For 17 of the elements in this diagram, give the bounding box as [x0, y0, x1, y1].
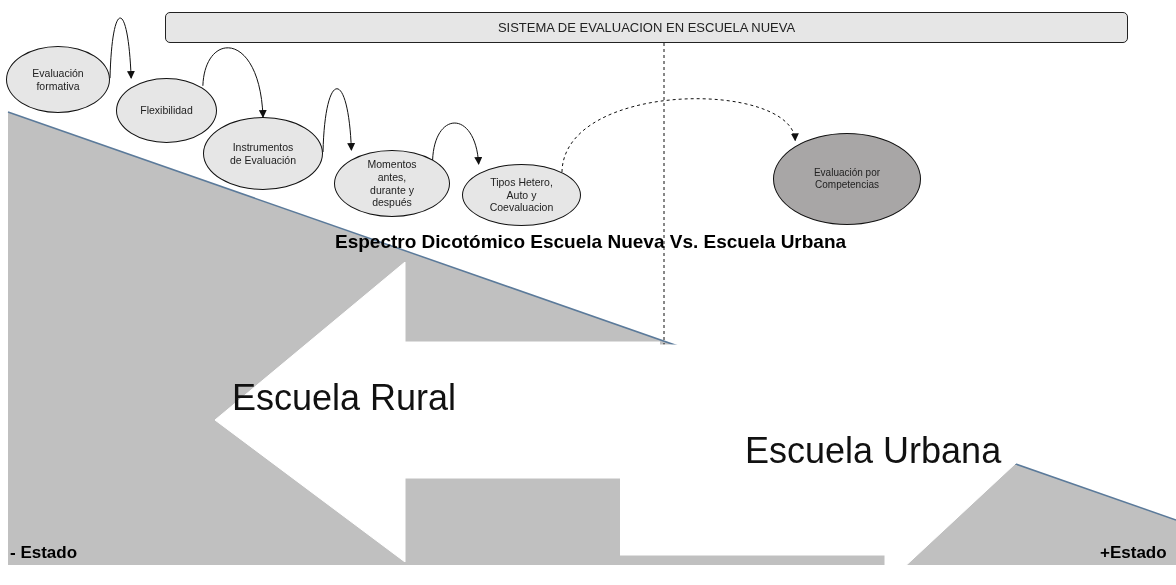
process-ellipse: Momentos antes, durante y después	[334, 150, 450, 217]
process-ellipse: Evaluación formativa	[6, 46, 110, 113]
curved-arrow	[202, 47, 267, 118]
process-ellipse: Flexibilidad	[116, 78, 217, 143]
scale-label: +Estado	[1100, 543, 1167, 563]
curved-arrow	[561, 98, 797, 173]
arrow-label: Escuela Urbana	[745, 430, 1002, 472]
outcome-ellipse: Evaluación por Competencias	[773, 133, 921, 225]
title-bar: SISTEMA DE EVALUACION EN ESCUELA NUEVA	[165, 12, 1128, 43]
curved-arrow	[109, 17, 135, 79]
process-ellipse: Tipos Hetero, Auto y Coevaluacion	[462, 164, 581, 226]
curved-arrow	[322, 88, 355, 153]
arrow-label: Escuela Rural	[232, 377, 457, 419]
scale-label: - Estado	[10, 543, 78, 563]
curved-arrow	[432, 122, 482, 165]
process-ellipse: Instrumentos de Evaluación	[203, 117, 323, 190]
spectrum-heading: Espectro Dicotómico Escuela Nueva Vs. Escuela Urbana	[335, 231, 847, 253]
